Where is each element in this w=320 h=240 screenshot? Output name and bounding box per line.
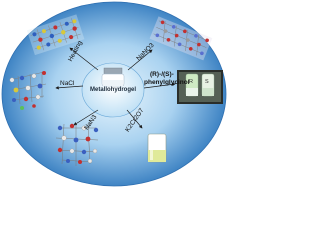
center-title: Metallohydrogel — [89, 87, 136, 93]
k2cr2o7-vial — [147, 133, 167, 163]
arrow-heating — [69, 47, 99, 71]
crystal-structure-nacl — [9, 71, 47, 110]
vial-label-s: S — [205, 79, 209, 85]
arrow-k2cr2o7 — [126, 109, 143, 129]
center-vial-icon — [101, 67, 125, 87]
phenylglycinol-photo — [177, 70, 223, 104]
crystal-structure-nano3 — [149, 16, 213, 61]
label-nacl: NaCl — [60, 80, 75, 87]
arrows — [55, 47, 176, 129]
metallohydrogel-diagram — [1, 1, 227, 187]
crystal-structure-nan3 — [55, 123, 99, 166]
arrow-nacl — [55, 85, 84, 90]
arrow-phenylglycinol — [143, 82, 176, 89]
vial-label-r: R — [189, 79, 193, 85]
arrow-nan3 — [73, 109, 99, 126]
label-phenylglycinol-line2: phenylglycinol — [144, 79, 190, 86]
crystal-structure-heating — [26, 14, 85, 56]
label-phenylglycinol-line1: (R)-/(S)- — [150, 71, 174, 78]
arrow-nano3 — [127, 49, 153, 71]
center-disc — [81, 62, 145, 118]
